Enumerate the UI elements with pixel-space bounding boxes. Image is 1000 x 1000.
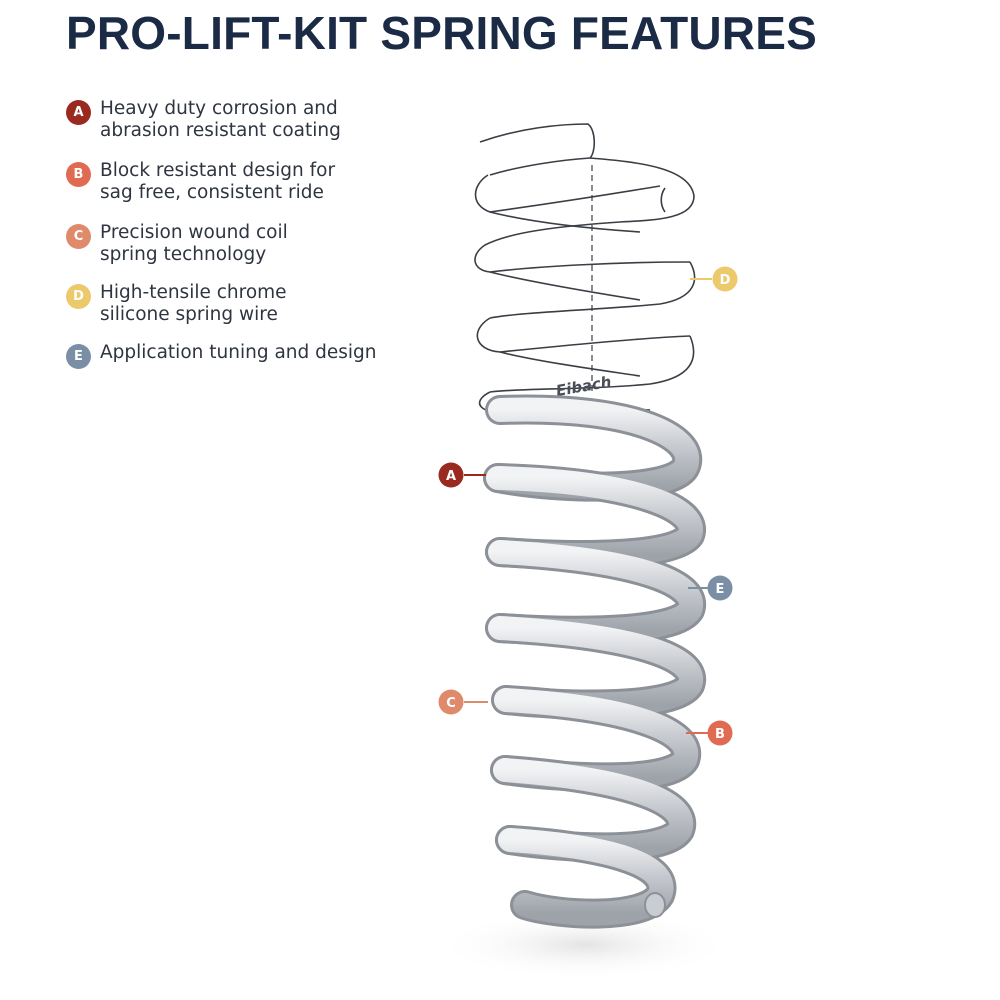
callout-c: C — [438, 689, 488, 715]
spring-wireframe — [474, 123, 696, 414]
feature-list: A Heavy duty corrosion and abrasion resi… — [66, 98, 396, 369]
feature-text-d: High-tensile chrome silicone spring wire — [100, 282, 287, 325]
callout-d: D — [690, 266, 738, 292]
callout-label-a: A — [446, 469, 456, 484]
feature-badge-d: D — [66, 284, 91, 309]
spring-wire-end — [644, 892, 666, 918]
callout-b: B — [686, 720, 733, 746]
feature-badge-c: C — [66, 224, 91, 249]
callout-label-c: C — [446, 696, 456, 711]
callout-a: A — [438, 462, 486, 488]
feature-text-c: Precision wound coil spring technology — [100, 222, 288, 265]
callout-e: E — [688, 575, 733, 601]
page-title: PRO-LIFT-KIT SPRING FEATURES — [66, 7, 817, 59]
callout-label-d: D — [720, 273, 731, 288]
feature-badge-a: A — [66, 100, 91, 125]
feature-item-d: D High-tensile chrome silicone spring wi… — [66, 282, 396, 326]
spring-shadow — [435, 910, 735, 980]
feature-text-b: Block resistant design for sag free, con… — [100, 160, 336, 203]
feature-text-e: Application tuning and design — [100, 342, 377, 363]
callout-label-e: E — [716, 582, 725, 597]
feature-item-c: C Precision wound coil spring technology — [66, 222, 396, 266]
feature-text-a: Heavy duty corrosion and abrasion resist… — [100, 98, 341, 141]
feature-item-a: A Heavy duty corrosion and abrasion resi… — [66, 98, 396, 142]
spring-coils — [483, 394, 707, 929]
feature-item-b: B Block resistant design for sag free, c… — [66, 160, 396, 204]
feature-badge-e: E — [66, 344, 91, 369]
feature-item-e: E Application tuning and design — [66, 342, 396, 369]
feature-badge-b: B — [66, 162, 91, 187]
callout-label-b: B — [715, 727, 725, 742]
